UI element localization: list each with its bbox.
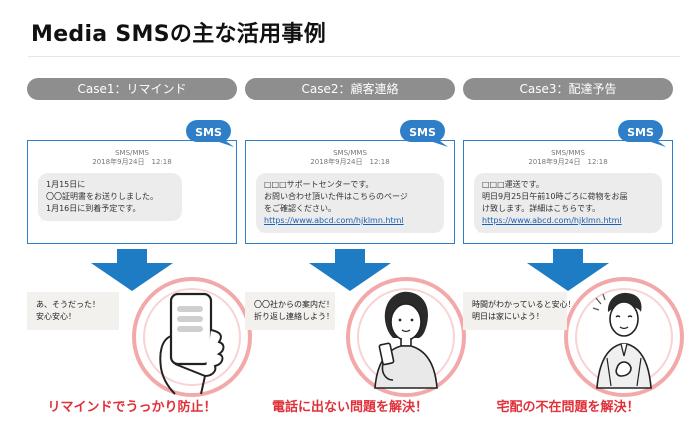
message-header: SMS/MMS 2018年9月24日 12:18 bbox=[464, 149, 672, 167]
message-bubble: □□□運送です。 明日9月25日午前10時ごろに荷物をお届 け致します。詳細はこ… bbox=[474, 173, 662, 234]
speech-bubble-icon bbox=[186, 120, 234, 147]
sms-message-panel: SMS SMS/MMS 2018年9月24日 12:18 □□□サポートセンター… bbox=[245, 120, 455, 244]
speech-bubble-icon bbox=[618, 120, 666, 147]
sms-badge: SMS bbox=[618, 120, 667, 147]
message-bubble: 1月15日に 〇〇証明書をお送りしました。 1月16日に到着予定です。 bbox=[38, 173, 182, 222]
bubble-tail bbox=[476, 224, 486, 234]
message-date: 2018年9月24日 12:18 bbox=[92, 158, 172, 166]
message-type: SMS/MMS bbox=[115, 149, 149, 157]
case-header: Case3：配達予告 bbox=[463, 78, 673, 100]
message-link[interactable]: https://www.abcd.com/hjklmn.html bbox=[482, 216, 622, 225]
sms-badge: SMS bbox=[186, 120, 235, 147]
hand-holding-smartphone-icon bbox=[132, 277, 252, 397]
sms-badge-label: SMS bbox=[195, 126, 222, 139]
case-column-delivery-notice: Case3：配達予告 SMS SMS/MMS 2018年9月24日 12:18 … bbox=[463, 78, 684, 432]
down-arrow-icon bbox=[91, 249, 173, 291]
case-column-remind: Case1：リマインド SMS SMS/MMS 2018年9月24日 12:18… bbox=[27, 78, 252, 432]
reaction-line: 〇〇社からの案内だ！ bbox=[254, 300, 334, 309]
sms-badge-label: SMS bbox=[409, 126, 436, 139]
message-line: 明日9月25日午前10時ごろに荷物をお届 bbox=[482, 192, 628, 201]
reaction-box: あ、そうだった！ 安心安心！ bbox=[27, 292, 119, 330]
message-link[interactable]: https://www.abcd.com/hjklmn.html bbox=[264, 216, 404, 225]
case-column-customer-contact: Case2：顧客連絡 SMS SMS/MMS 2018年9月24日 12:18 … bbox=[245, 78, 466, 432]
message-line: お問い合わせ頂いた件はこちらのページ bbox=[264, 192, 408, 201]
benefit-text: 電話に出ない問題を解決！ bbox=[271, 400, 428, 415]
benefit-text: 宅配の不在問題を解決！ bbox=[496, 400, 640, 415]
message-line: 〇〇証明書をお送りしました。 bbox=[46, 192, 158, 201]
reaction-line: 安心安心！ bbox=[36, 312, 76, 321]
sms-message-panel: SMS SMS/MMS 2018年9月24日 12:18 □□□運送です。 明日… bbox=[463, 120, 673, 244]
reaction-line: 折り返し連絡しよう！ bbox=[254, 312, 334, 321]
down-arrow-icon bbox=[527, 249, 609, 291]
message-date: 2018年9月24日 12:18 bbox=[528, 158, 608, 166]
message-bubble: □□□サポートセンターです。 お問い合わせ頂いた件はこちらのページ をご確認くだ… bbox=[256, 173, 444, 234]
relieved-man-icon bbox=[564, 277, 684, 397]
page-title: Media SMSの主な活用事例 bbox=[31, 22, 326, 47]
down-arrow-icon bbox=[309, 249, 391, 291]
sms-badge-label: SMS bbox=[627, 126, 654, 139]
reaction-box: 時間がわかっていると安心！ 明日は家にいよう！ bbox=[463, 292, 576, 330]
case-header: Case2：顧客連絡 bbox=[245, 78, 455, 100]
reaction-box: 〇〇社からの案内だ！ 折り返し連絡しよう！ bbox=[245, 292, 335, 330]
woman-with-phone-icon bbox=[346, 277, 466, 397]
sms-badge: SMS bbox=[400, 120, 449, 147]
benefit-text: リマインドでうっかり防止！ bbox=[47, 400, 217, 415]
message-line: □□□サポートセンターです。 bbox=[264, 180, 374, 189]
message-line: け致します。詳細はこちらです。 bbox=[482, 204, 601, 213]
bubble-tail bbox=[258, 224, 268, 234]
message-type: SMS/MMS bbox=[333, 149, 367, 157]
message-line: 1月15日に bbox=[46, 180, 86, 189]
speech-bubble-icon bbox=[400, 120, 448, 147]
message-line: □□□運送です。 bbox=[482, 180, 544, 189]
message-line: 1月16日に到着予定です。 bbox=[46, 204, 141, 213]
reaction-line: 時間がわかっていると安心！ bbox=[472, 300, 576, 309]
reaction-line: あ、そうだった！ bbox=[36, 300, 100, 309]
bubble-tail bbox=[40, 212, 50, 222]
message-header: SMS/MMS 2018年9月24日 12:18 bbox=[246, 149, 454, 167]
message-type: SMS/MMS bbox=[551, 149, 585, 157]
title-divider bbox=[28, 56, 680, 57]
case-header: Case1：リマインド bbox=[27, 78, 237, 100]
message-header: SMS/MMS 2018年9月24日 12:18 bbox=[28, 149, 236, 167]
message-date: 2018年9月24日 12:18 bbox=[310, 158, 390, 166]
reaction-line: 明日は家にいよう！ bbox=[472, 312, 544, 321]
sms-message-panel: SMS SMS/MMS 2018年9月24日 12:18 1月15日に 〇〇証明… bbox=[27, 120, 237, 244]
message-line: をご確認ください。 bbox=[264, 204, 336, 213]
